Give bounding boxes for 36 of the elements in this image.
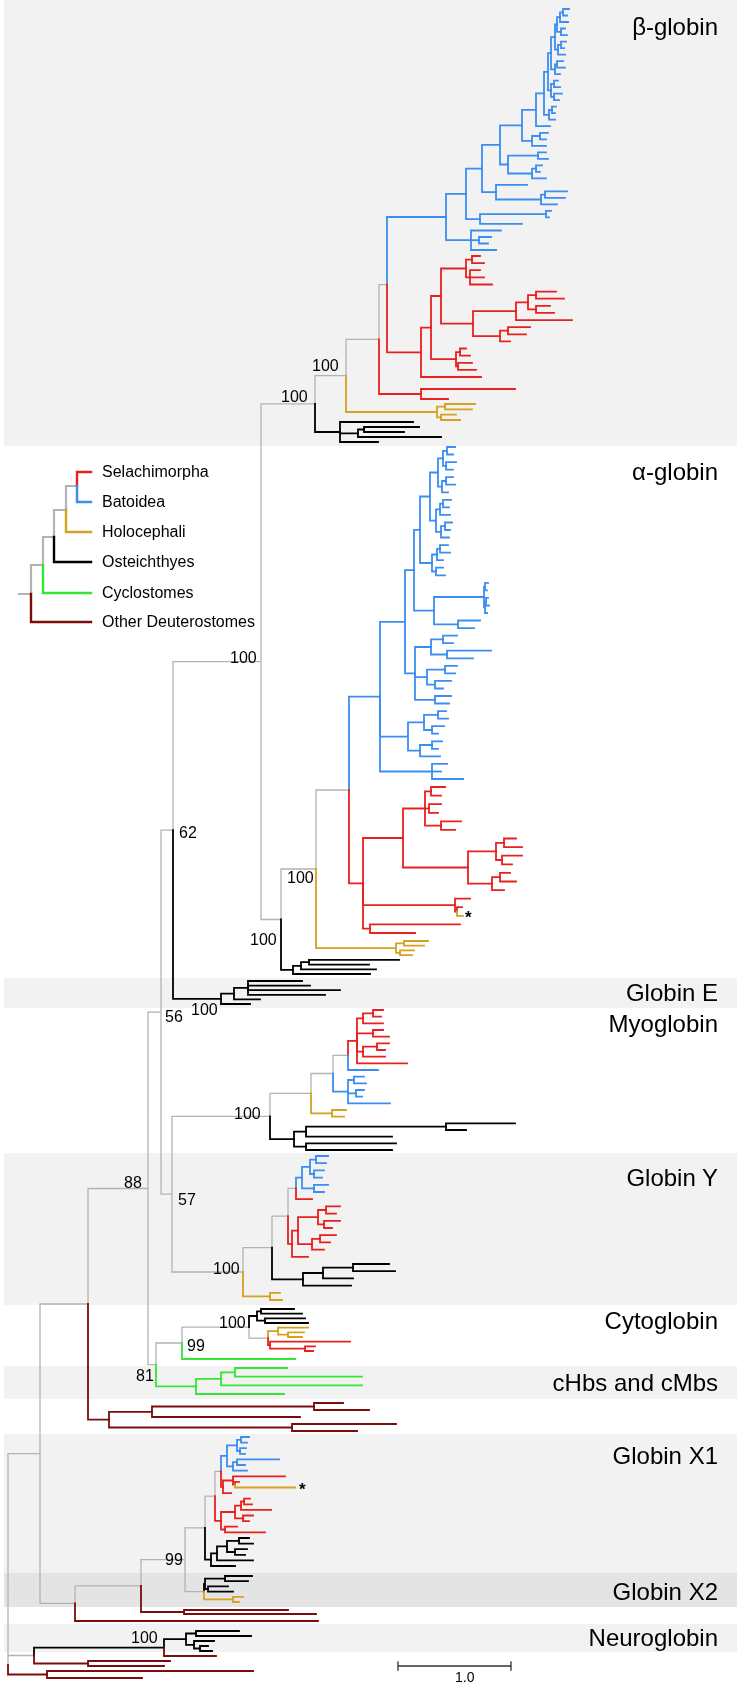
legend-label: Osteichthyes: [102, 553, 195, 571]
asterisk-mark: *: [465, 909, 472, 927]
scale-bar-label: 1.0: [455, 1669, 475, 1685]
clade-label: Myoglobin: [608, 1010, 718, 1038]
bootstrap-value: 100: [213, 1260, 240, 1278]
bootstrap-value: 100: [281, 388, 308, 406]
legend-label: Batoidea: [102, 493, 166, 511]
bootstrap-value: 88: [124, 1174, 142, 1192]
clade-label: Globin Y: [626, 1164, 718, 1192]
legend-label: Holocephali: [102, 523, 186, 541]
bootstrap-value: 99: [187, 1337, 205, 1355]
asterisk-mark: *: [299, 1481, 306, 1499]
bootstrap-value: 100: [230, 649, 257, 667]
legend-label: Selachimorpha: [102, 463, 209, 481]
bootstrap-value: 100: [191, 1001, 218, 1019]
clade-label: α-globin: [632, 458, 718, 486]
bootstrap-value: 100: [287, 869, 314, 887]
bootstrap-value: 100: [250, 931, 277, 949]
bootstrap-value: 62: [179, 824, 197, 842]
clade-label: β-globin: [632, 13, 718, 41]
bootstrap-value: 56: [165, 1008, 183, 1026]
legend-label: Other Deuterostomes: [102, 613, 255, 631]
bootstrap-value: 100: [312, 357, 339, 375]
clade-label: cHbs and cMbs: [552, 1369, 718, 1397]
bootstrap-value: 99: [165, 1551, 183, 1569]
bootstrap-value: 57: [178, 1191, 196, 1209]
clade-label: Cytoglobin: [604, 1307, 718, 1335]
clade-label: Globin E: [625, 979, 718, 1007]
bootstrap-value: 100: [219, 1314, 246, 1332]
clade-label: Globin X1: [612, 1442, 718, 1470]
bootstrap-value: 100: [234, 1105, 261, 1123]
clade-label: Neuroglobin: [588, 1624, 718, 1652]
bootstrap-value: 100: [131, 1629, 158, 1647]
clade-label: Globin X2: [612, 1578, 718, 1606]
legend-label: Cyclostomes: [102, 584, 194, 602]
bootstrap-value: 81: [136, 1367, 154, 1385]
